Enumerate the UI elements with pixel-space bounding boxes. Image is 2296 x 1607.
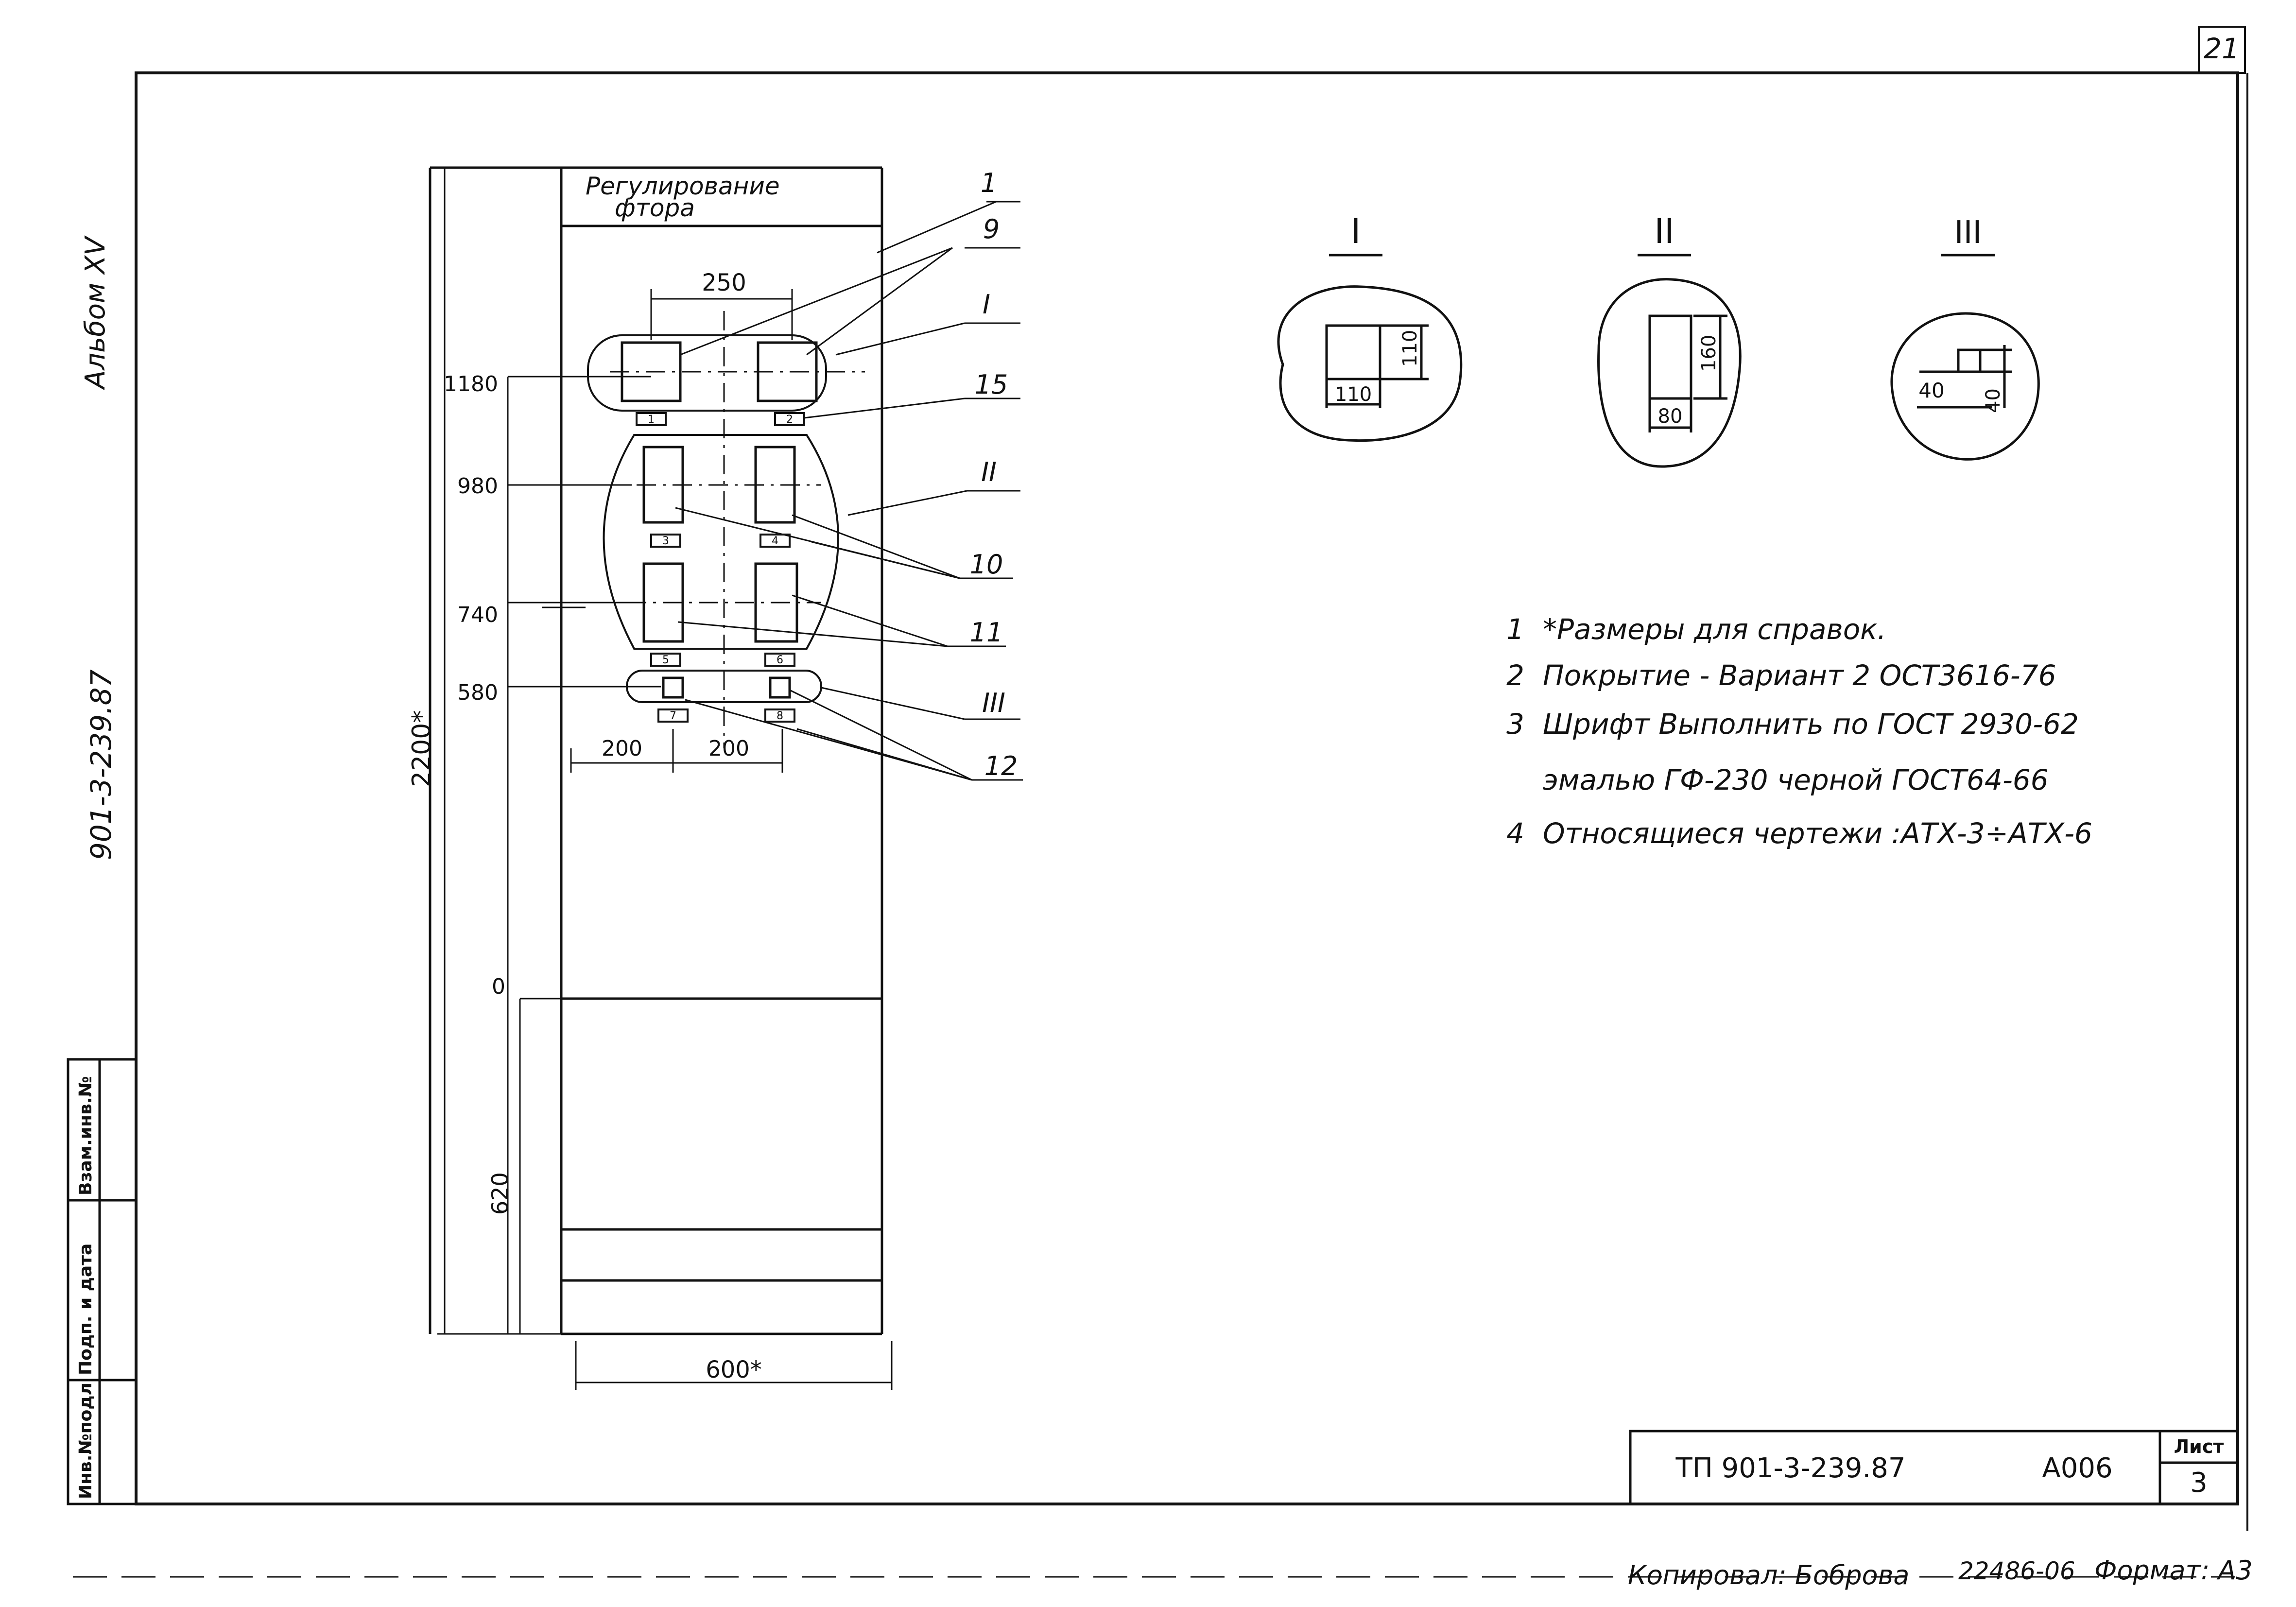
detail-III-height: 40 xyxy=(1982,388,2004,413)
detail-III-title: III xyxy=(1954,215,1982,251)
dim-200-right: 200 xyxy=(708,736,749,761)
side-stamp: Инв.№подл Подп. и дата Взам.инв.№ xyxy=(67,1058,138,1505)
detail-I: I 110 110 xyxy=(1277,211,1463,442)
callout-II: II xyxy=(981,457,997,487)
sheet-frame xyxy=(73,26,2248,1578)
device-7 xyxy=(662,676,684,699)
panel-header-line2: фтора xyxy=(615,194,695,222)
detail-III: III 40 40 xyxy=(1890,215,2040,461)
panel-header-line1: Регулирование xyxy=(586,172,780,200)
note-4-text: Относящиеся чертежи :АТХ-3÷АТХ-6 xyxy=(1543,817,2092,850)
dim-200-left: 200 xyxy=(602,736,642,761)
callout-12: 12 xyxy=(984,751,1018,781)
callout-10: 10 xyxy=(970,549,1003,580)
title-block: ТП 901-3-239.87 А006 Лист 3 xyxy=(1629,1430,2239,1505)
plate-label-4: 4 xyxy=(772,535,778,547)
callout-9: 9 xyxy=(983,214,1000,244)
copied-by: Копировал: Боброва xyxy=(1628,1560,1910,1590)
dim-250: 250 xyxy=(702,269,746,296)
dim-600: 600* xyxy=(706,1356,762,1383)
level-580: 580 xyxy=(457,680,498,705)
panel-drawing xyxy=(429,166,883,1335)
level-740: 740 xyxy=(457,603,498,627)
detail-II: II 80 160 xyxy=(1597,211,1742,468)
level-0: 0 xyxy=(492,974,505,999)
note-1-text: *Размеры для справок. xyxy=(1543,613,1886,646)
callout-11: 11 xyxy=(970,617,1003,648)
level-980: 980 xyxy=(457,474,498,499)
note-3-continuation: эмалью ГФ-230 черной ГОСТ64-66 xyxy=(1543,763,2049,796)
plate-label-2: 2 xyxy=(786,414,793,426)
detail-II-height: 160 xyxy=(1698,335,1720,372)
note-3-text: Шрифт Выполнить по ГОСТ 2930-62 xyxy=(1543,708,2079,741)
plate-label-5: 5 xyxy=(662,654,669,666)
title-block-code: ТП 901-3-239.87 xyxy=(1675,1452,1906,1484)
title-block-sheet-value: 3 xyxy=(2190,1467,2208,1499)
group-II-outline xyxy=(603,434,839,650)
plate-label-1: 1 xyxy=(648,414,655,426)
plate-label-3: 3 xyxy=(662,535,669,547)
dim-2200: 2200* xyxy=(407,710,436,787)
callout-15: 15 xyxy=(975,369,1008,400)
note-2-number: 2 xyxy=(1506,659,1524,692)
note-3-number: 3 xyxy=(1506,708,1524,741)
detail-I-width: 110 xyxy=(1335,383,1372,406)
group-I-outline xyxy=(587,334,827,412)
dim-620: 620 xyxy=(487,1172,513,1215)
detail-III-width: 40 xyxy=(1918,379,1944,402)
detail-I-title: I xyxy=(1351,211,1361,251)
leader-lines xyxy=(675,201,1023,781)
title-block-sheet-label: Лист xyxy=(2174,1436,2224,1457)
callout-I: I xyxy=(983,289,990,320)
centerlines xyxy=(610,311,865,748)
note-1-number: 1 xyxy=(1506,613,1524,646)
title-block-doc: А006 xyxy=(2042,1452,2112,1484)
dimension-lines xyxy=(437,168,893,1390)
stamp-vzam-inv: Взам.инв.№ xyxy=(76,1076,96,1195)
level-1180: 1180 xyxy=(444,372,498,397)
note-4-number: 4 xyxy=(1506,817,1524,850)
side-document-code: 901-3-239.87 xyxy=(85,669,118,860)
sheet-format: Формат: А3 xyxy=(2094,1555,2253,1586)
plate-label-7: 7 xyxy=(670,710,676,722)
plate-label-6: 6 xyxy=(777,654,783,666)
detail-I-height: 110 xyxy=(1399,330,1421,367)
callout-III: III xyxy=(982,688,1005,718)
device-8 xyxy=(769,676,791,699)
archive-number: 22486-06 xyxy=(1958,1557,2075,1585)
stamp-podp-data: Подп. и дата xyxy=(76,1244,96,1375)
notes: 1 *Размеры для справок. 2 Покрытие - Вар… xyxy=(1506,613,2092,850)
detail-II-title: II xyxy=(1654,211,1674,251)
note-2-text: Покрытие - Вариант 2 ОСТ3616-76 xyxy=(1543,659,2056,692)
stamp-inv-podl: Инв.№подл xyxy=(76,1382,96,1499)
detail-II-width: 80 xyxy=(1658,405,1683,428)
album-label: Альбом XV xyxy=(80,235,111,390)
nameplates xyxy=(636,412,805,723)
plate-label-8: 8 xyxy=(777,710,783,722)
sheet-number: 21 xyxy=(2204,32,2240,65)
callout-1: 1 xyxy=(981,168,997,198)
